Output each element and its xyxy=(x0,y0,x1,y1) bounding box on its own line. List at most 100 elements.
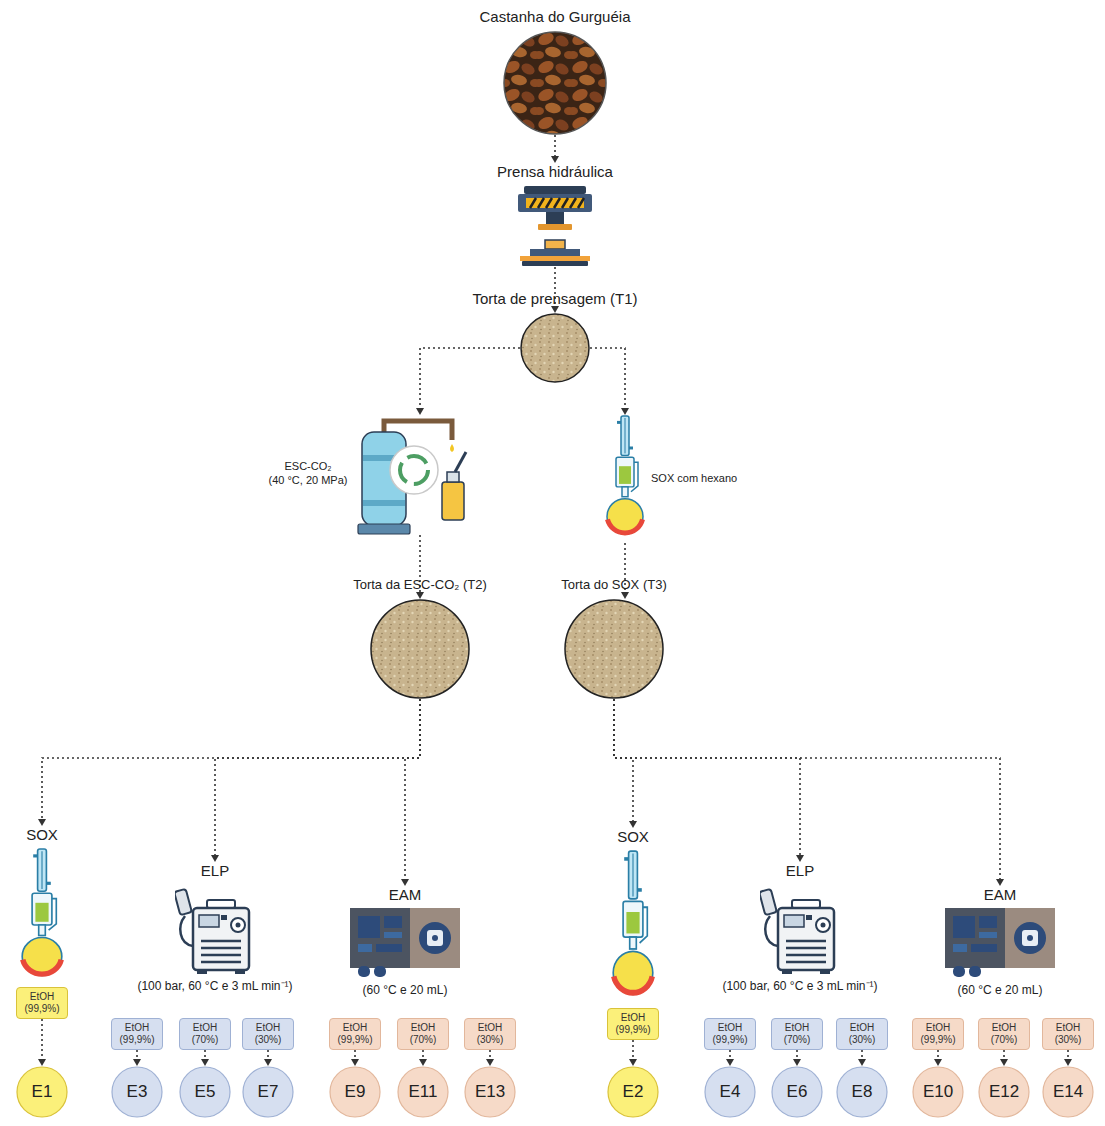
dotted-line xyxy=(632,1040,634,1060)
icon-slot xyxy=(20,848,64,985)
dotted-line xyxy=(204,1050,206,1060)
connector xyxy=(793,1050,801,1066)
dotted-line xyxy=(796,1050,798,1060)
extract-fill xyxy=(330,1067,380,1117)
equipment-node: ESC-CO₂(40 °C, 20 MPa) xyxy=(262,415,472,535)
arrow-head xyxy=(416,592,424,599)
extract-code: E14 xyxy=(1053,1082,1083,1102)
extract-circle: E12 xyxy=(978,1066,1030,1118)
extract-code: E5 xyxy=(195,1082,216,1102)
arrow-head xyxy=(551,156,559,163)
material-node: Torta de prensagem (T1) xyxy=(472,290,637,383)
solvent-label: EtOH (99,9%) xyxy=(611,1012,655,1036)
extract-circle: E2 xyxy=(607,1066,659,1118)
dotted-line xyxy=(41,1019,43,1060)
microwave-extractor-icon xyxy=(350,908,460,977)
arrow-head xyxy=(416,408,424,415)
extract-code: E10 xyxy=(923,1082,953,1102)
arrow-head xyxy=(264,1059,272,1066)
solvent-box: EtOH (99,9%) xyxy=(704,1018,756,1050)
solvent-label: EtOH (70%) xyxy=(775,1022,819,1046)
extract-fill xyxy=(979,1067,1029,1117)
icon-slot xyxy=(611,850,655,1005)
extract-circle: E5 xyxy=(179,1066,231,1118)
solvent-label: EtOH (99,9%) xyxy=(333,1022,377,1046)
node-heading: Torta da ESC-CO₂ (T2) xyxy=(353,576,487,594)
solvent-label: EtOH (70%) xyxy=(982,1022,1026,1046)
solvent-box: EtOH (70%) xyxy=(179,1018,231,1050)
arrow-head xyxy=(934,1059,942,1066)
node-heading: SOX xyxy=(617,828,649,846)
dotted-line xyxy=(215,699,420,856)
extract-code: E7 xyxy=(258,1082,279,1102)
solvent-box: EtOH (30%) xyxy=(242,1018,294,1050)
solvent-box: EtOH (99,9%) xyxy=(329,1018,381,1050)
connector xyxy=(486,1050,494,1066)
dotted-line xyxy=(422,1050,424,1060)
dotted-line xyxy=(590,348,625,409)
dotted-line xyxy=(1003,1050,1005,1060)
solvent-label: EtOH (99,9%) xyxy=(115,1022,159,1046)
circle-outline xyxy=(520,313,590,383)
material-node: Castanha do Gurguéia xyxy=(480,8,631,135)
extract-code: E9 xyxy=(345,1082,366,1102)
soxhlet-icon xyxy=(607,416,643,534)
icon-slot xyxy=(945,908,1055,978)
solvent-box: EtOH (30%) xyxy=(464,1018,516,1050)
node-heading: ELP xyxy=(201,862,229,880)
dotted-line xyxy=(614,699,800,856)
supercritical-extractor xyxy=(358,421,466,534)
arrow-head xyxy=(621,408,629,415)
soxhlet-icon xyxy=(22,849,62,975)
extract-code: E3 xyxy=(127,1082,148,1102)
equipment-label: (40 °C, 20 MPa) xyxy=(262,473,354,487)
connector xyxy=(1064,1050,1072,1066)
microwave-extractor-icon xyxy=(945,908,1055,977)
solvent-label: EtOH (70%) xyxy=(401,1022,445,1046)
extract-fill xyxy=(17,1067,67,1117)
material-node: Torta do SOX (T3) xyxy=(561,576,666,699)
solvent-box: EtOH (70%) xyxy=(978,1018,1030,1050)
material-node: Torta da ESC-CO₂ (T2) xyxy=(353,576,487,699)
equipment-node: SOX xyxy=(611,828,655,1005)
icon-slot xyxy=(175,884,255,974)
pressurized-extractor-icon xyxy=(174,889,249,974)
extract-fill xyxy=(398,1067,448,1117)
side-label: ESC-CO₂(40 °C, 20 MPa) xyxy=(262,459,354,487)
equipment-label: ESC-CO₂ xyxy=(262,459,354,473)
process-parameters: (100 bar, 60 °C e 3 mL min⁻¹) xyxy=(722,978,877,994)
solvent-box: EtOH (99,9%) xyxy=(912,1018,964,1050)
extract-fill xyxy=(112,1067,162,1117)
material-photo xyxy=(521,314,589,382)
arrow-head xyxy=(1000,1059,1008,1066)
arrow-head xyxy=(211,855,219,862)
node-heading: EAM xyxy=(389,886,422,904)
arrow-head xyxy=(401,879,409,886)
node-heading: Torta de prensagem (T1) xyxy=(472,290,637,308)
extract-circle: E7 xyxy=(242,1066,294,1118)
node-heading: SOX xyxy=(26,826,58,844)
dotted-line xyxy=(614,699,633,822)
connector xyxy=(629,1040,637,1066)
dotted-line xyxy=(937,1050,939,1060)
arrow-head xyxy=(629,821,637,828)
arrow-head xyxy=(726,1059,734,1066)
dotted-line xyxy=(729,1050,731,1060)
dotted-line xyxy=(267,1050,269,1060)
process-parameters: (100 bar, 60 °C e 3 mL min⁻¹) xyxy=(137,978,292,994)
connector xyxy=(38,1019,46,1066)
extract-fill xyxy=(1043,1067,1093,1117)
solvent-box: EtOH (30%) xyxy=(836,1018,888,1050)
arrow-head xyxy=(419,1059,427,1066)
arrow-head xyxy=(796,855,804,862)
extract-circle: E6 xyxy=(771,1066,823,1118)
node-heading: Torta do SOX (T3) xyxy=(561,576,666,594)
hydraulic-press xyxy=(518,186,592,266)
connector xyxy=(419,1050,427,1066)
arrow-head xyxy=(793,1059,801,1066)
extract-fill xyxy=(465,1067,515,1117)
equipment-node: ELP(100 bar, 60 °C e 3 mL min⁻¹) xyxy=(722,862,877,994)
equipment-label: SOX com hexano xyxy=(651,471,737,485)
equipment-node: SOX xyxy=(20,826,64,985)
